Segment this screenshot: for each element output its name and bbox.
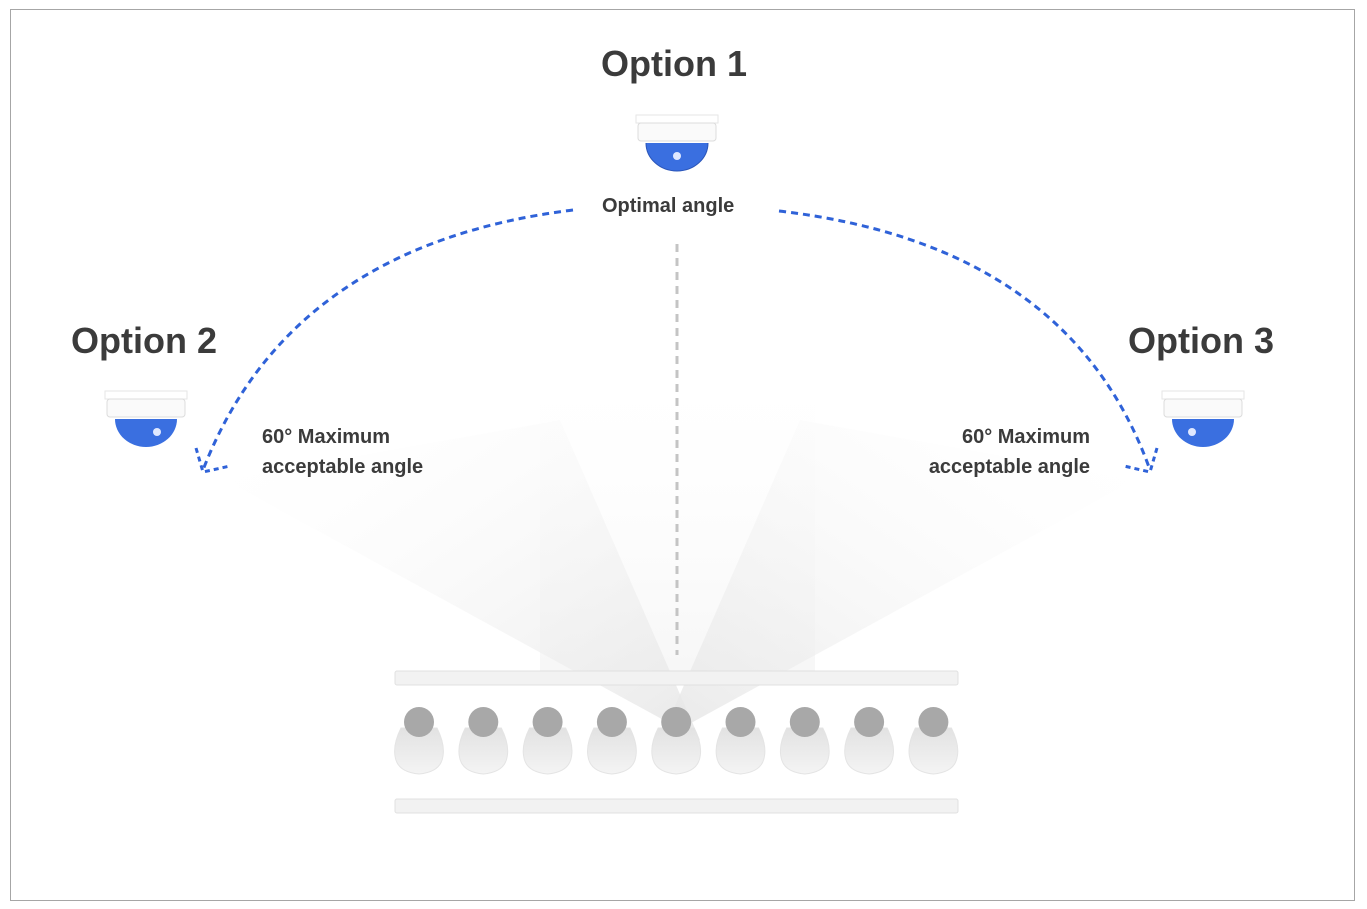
right-field-of-view xyxy=(660,420,1135,740)
left-field-of-view xyxy=(225,420,700,740)
person-icon xyxy=(458,707,509,775)
left-arc-arrowhead xyxy=(194,447,231,474)
person-icon xyxy=(908,707,959,775)
person-icon xyxy=(587,707,637,775)
person-icon xyxy=(394,707,444,775)
camera-icon-option-1 xyxy=(635,114,719,172)
right-arc-arrowhead xyxy=(1123,447,1159,474)
option-2-caption-line-1: 60° Maximum xyxy=(262,426,391,448)
camera-icon-option-2 xyxy=(104,390,188,447)
option-3-caption: 60° Maximum acceptable angle xyxy=(929,422,1090,482)
option-3-title: Option 3 xyxy=(1128,320,1274,361)
person-icon xyxy=(715,707,766,775)
option-2-title: Option 2 xyxy=(71,320,217,361)
option-3-caption-line-2: acceptable angle xyxy=(928,456,1090,478)
option-1-caption: Optimal angle xyxy=(602,195,735,217)
front-rail xyxy=(394,670,959,686)
option-2-caption-line-2: acceptable angle xyxy=(262,456,424,478)
right-angle-arc xyxy=(778,209,1152,471)
person-icon xyxy=(779,707,830,775)
left-angle-arc xyxy=(201,208,574,471)
people-row xyxy=(394,707,959,775)
option-3-caption-line-1: 60° Maximum xyxy=(961,426,1090,448)
person-icon xyxy=(522,707,573,775)
back-rail xyxy=(394,798,959,814)
option-2-caption: 60° Maximum acceptable angle xyxy=(262,422,423,482)
option-1-title: Option 1 xyxy=(601,43,747,84)
person-icon xyxy=(651,707,702,775)
camera-icon-option-3 xyxy=(1161,390,1245,447)
person-icon xyxy=(844,707,894,775)
